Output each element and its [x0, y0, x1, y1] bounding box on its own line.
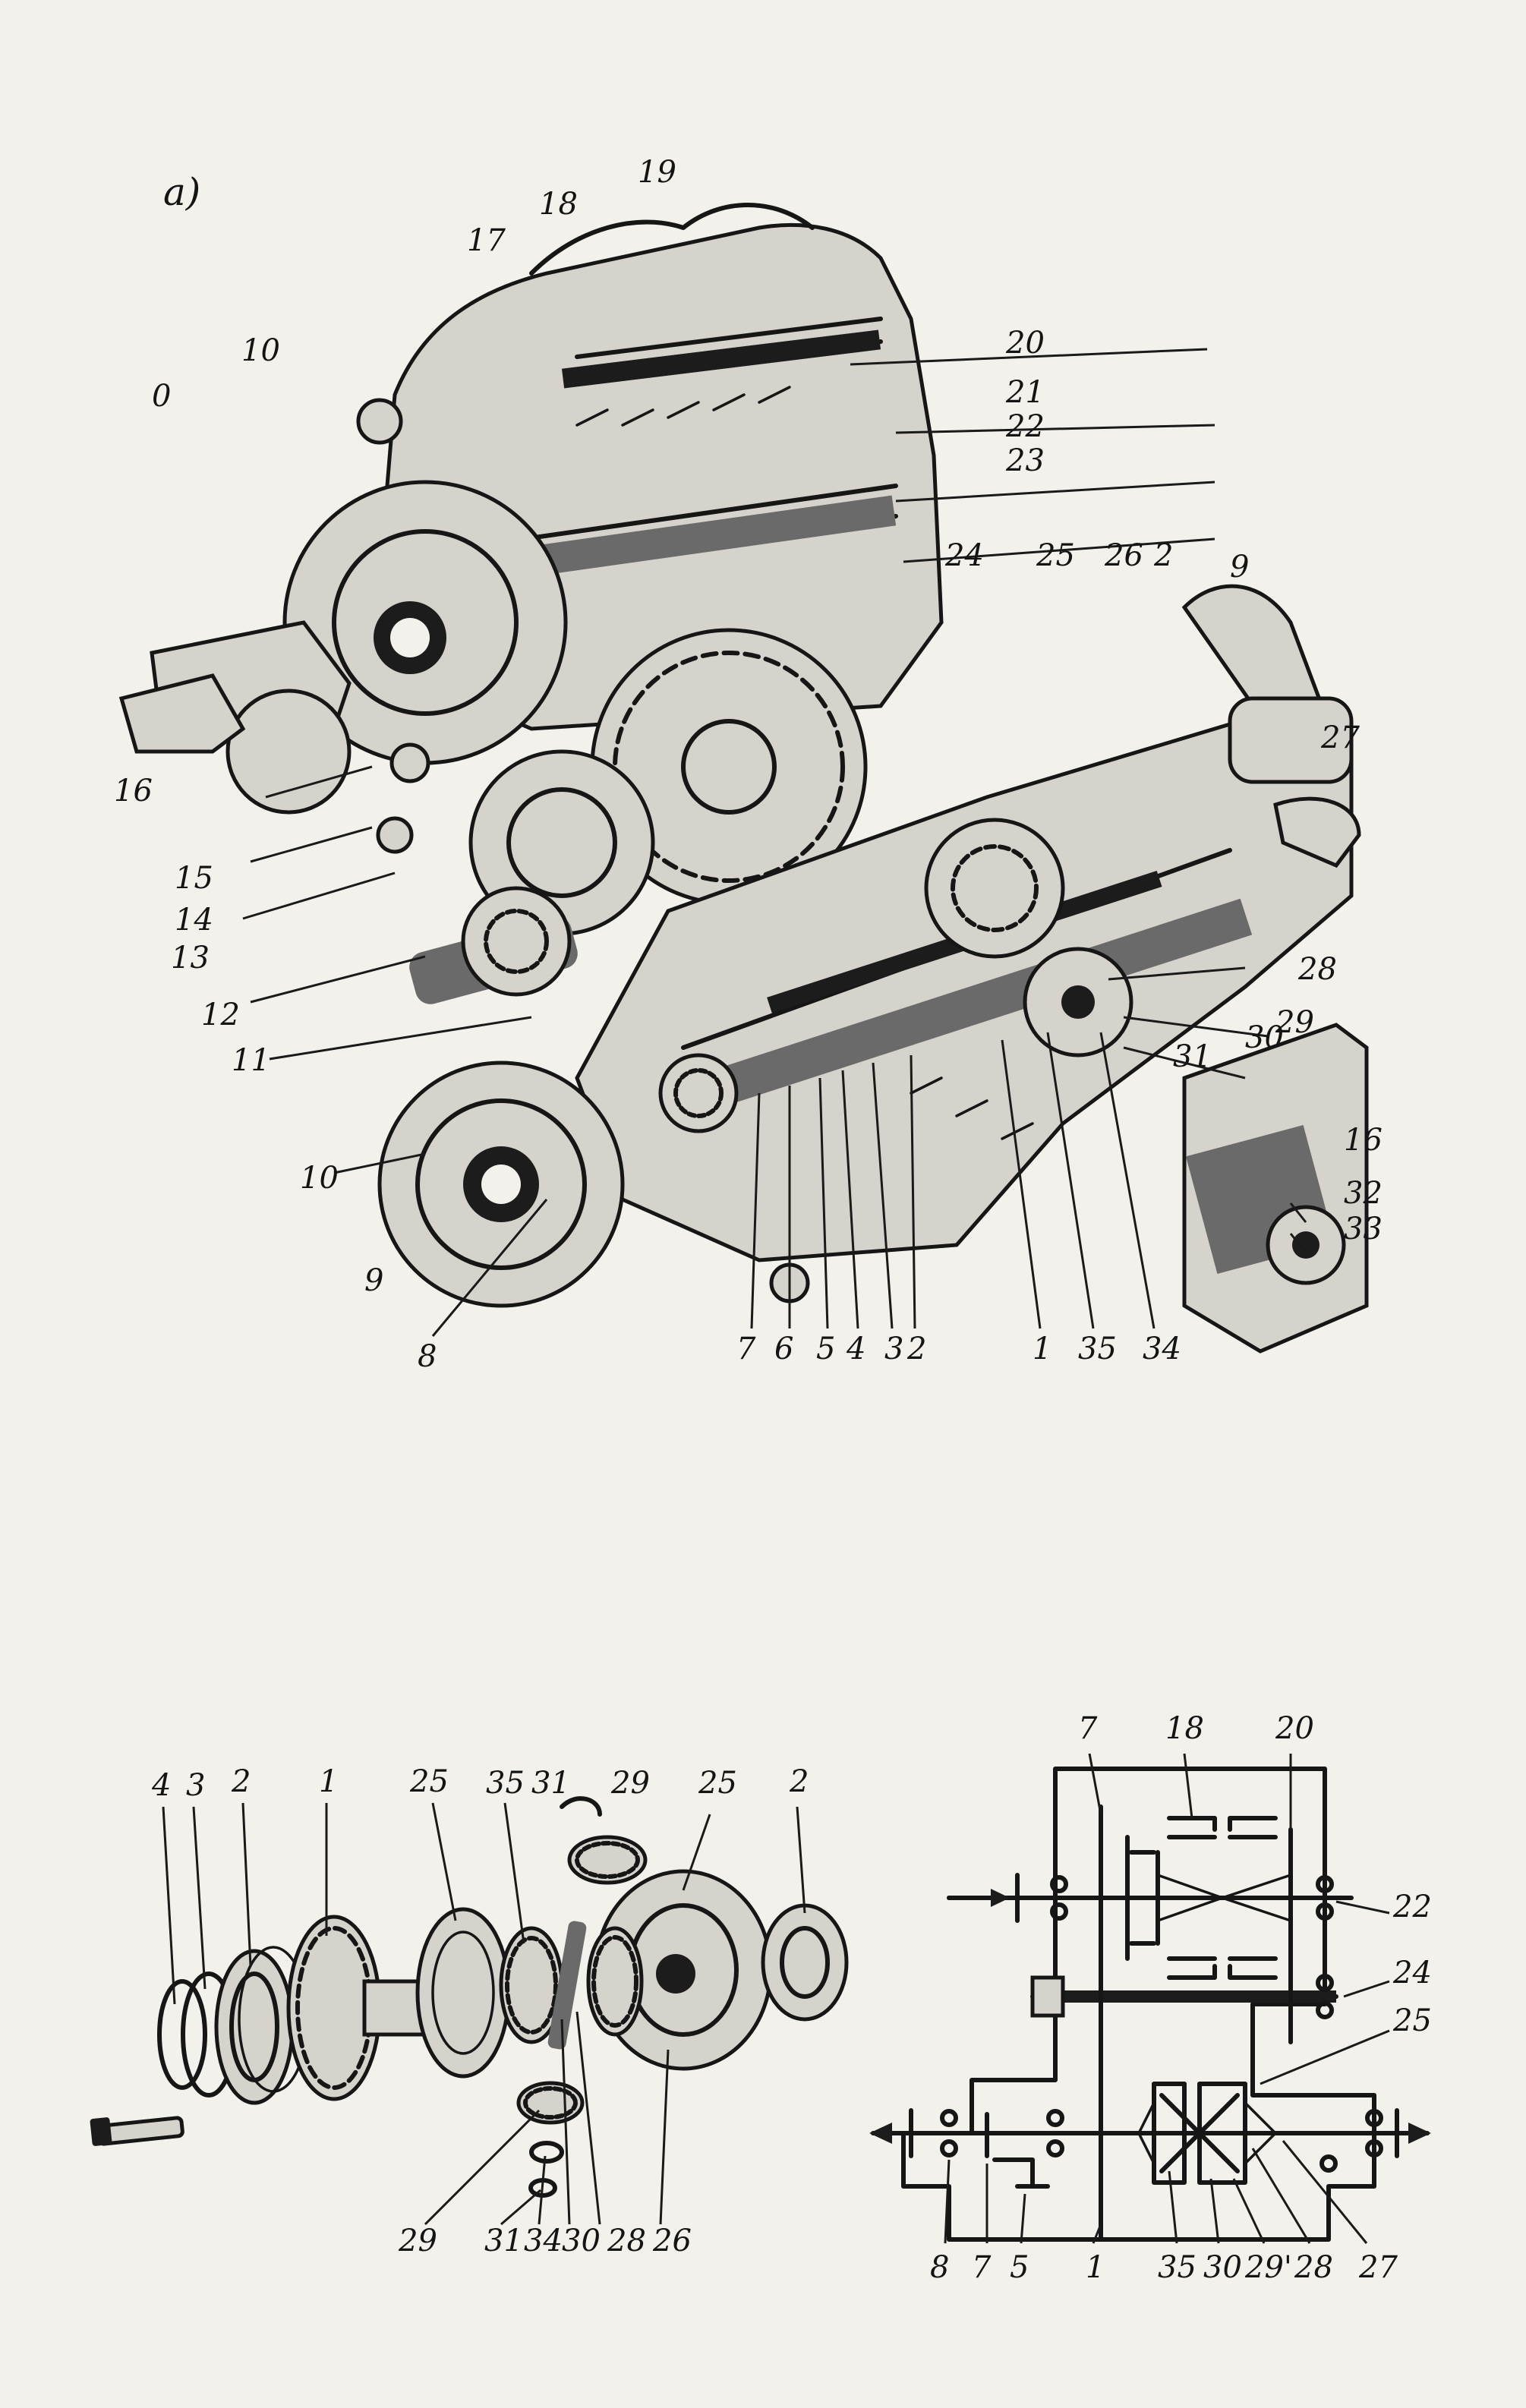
- label-33: 33: [1344, 1212, 1383, 1247]
- c-label-24: 24: [1392, 1956, 1432, 1990]
- label-11: 11: [232, 1043, 270, 1078]
- label-10-top: 10: [241, 333, 280, 368]
- b-label-31-bottom: 31: [484, 2224, 523, 2258]
- panel-b-leaders: [162, 1802, 806, 2226]
- panel-c-labels: 7 18 20 22 24 25 8 7 5 1 35 30 29' 28 27: [930, 1711, 1432, 2285]
- label-2-top: 2: [1153, 538, 1173, 573]
- label-6: 6: [774, 1332, 793, 1366]
- label-16-right: 16: [1344, 1123, 1383, 1158]
- c-label-29: 29': [1244, 2250, 1292, 2285]
- panel-c-leaders: [944, 1753, 1390, 2244]
- label-34: 34: [1143, 1332, 1181, 1366]
- label-31: 31: [1173, 1039, 1212, 1074]
- label-12: 12: [201, 998, 240, 1032]
- label-32: 32: [1344, 1176, 1383, 1211]
- b-label-25-left: 25: [409, 1764, 449, 1799]
- b-label-25-right: 25: [698, 1766, 737, 1801]
- label-30: 30: [1245, 1020, 1284, 1055]
- b-label-31-top: 31: [531, 1766, 570, 1801]
- label-2-bottom: 2: [906, 1332, 926, 1366]
- panel-b-labels: 4 3 2 1 25 35 31 29 25 2 29 31 34 30 28 …: [151, 1764, 809, 2258]
- c-label-27: 27: [1358, 2250, 1398, 2285]
- label-25: 25: [1036, 538, 1075, 573]
- label-13: 13: [171, 941, 210, 975]
- label-0-top: 0: [152, 379, 171, 414]
- label-1: 1: [1033, 1332, 1051, 1366]
- label-16-left: 16: [114, 774, 153, 808]
- panel-a-leaders: [242, 348, 1307, 1253]
- label-17: 17: [467, 223, 506, 258]
- label-10-bottom: 10: [300, 1161, 339, 1196]
- label-15: 15: [175, 861, 213, 896]
- c-label-35: 35: [1158, 2250, 1197, 2285]
- label-23: 23: [1005, 443, 1045, 478]
- c-label-30: 30: [1203, 2250, 1242, 2285]
- b-label-28: 28: [607, 2224, 646, 2258]
- b-label-34: 34: [524, 2224, 563, 2258]
- label-29: 29: [1275, 1005, 1314, 1040]
- c-label-7-top: 7: [1078, 1711, 1098, 1746]
- lower-left-flange: [377, 1053, 739, 1308]
- c-label-20: 20: [1275, 1711, 1314, 1746]
- panel-a-marker: а): [163, 170, 200, 214]
- b-label-29-top: 29: [610, 1766, 650, 1801]
- exploded-differential: [90, 1796, 849, 2198]
- c-label-18: 18: [1165, 1711, 1204, 1746]
- label-22: 22: [1005, 409, 1045, 444]
- label-5: 5: [816, 1332, 835, 1366]
- label-3: 3: [884, 1332, 903, 1366]
- label-18: 18: [539, 187, 578, 222]
- kinematic-scheme: [869, 1767, 1431, 2242]
- b-label-35: 35: [486, 1766, 525, 1801]
- b-label-2-right: 2: [789, 1764, 809, 1799]
- right-mount: [118, 673, 1369, 1354]
- label-27: 27: [1320, 720, 1360, 755]
- panel-a-bottom-leaders: [431, 1032, 1156, 1337]
- c-label-1: 1: [1086, 2250, 1105, 2285]
- upper-left-flange: [282, 398, 568, 765]
- label-9-bottom: 9: [364, 1263, 383, 1298]
- label-24: 24: [944, 538, 984, 573]
- c-label-5: 5: [1010, 2250, 1029, 2285]
- label-28: 28: [1297, 952, 1337, 987]
- label-21: 21: [1005, 375, 1045, 410]
- main-housing: [575, 704, 1354, 1262]
- panel-a-labels: а) 19 18 17 10 0 20 21 22 23 24 25 26 2 …: [114, 155, 1383, 1374]
- label-8: 8: [418, 1339, 437, 1374]
- c-label-8: 8: [930, 2250, 949, 2285]
- label-26: 26: [1104, 538, 1143, 573]
- c-label-25: 25: [1392, 2003, 1432, 2038]
- right-upper-flange: [1181, 584, 1361, 868]
- label-35: 35: [1078, 1332, 1117, 1366]
- label-4: 4: [846, 1332, 865, 1366]
- b-label-4: 4: [151, 1768, 171, 1803]
- label-7: 7: [736, 1332, 756, 1366]
- label-9-top: 9: [1230, 550, 1249, 585]
- b-label-30: 30: [562, 2224, 601, 2258]
- b-label-26: 26: [652, 2224, 692, 2258]
- b-label-3: 3: [186, 1768, 205, 1803]
- b-label-2-left: 2: [231, 1764, 251, 1799]
- b-label-29-bottom: 29: [398, 2224, 437, 2258]
- label-19: 19: [638, 155, 676, 190]
- label-14: 14: [175, 903, 213, 938]
- c-label-28: 28: [1294, 2250, 1333, 2285]
- c-label-22: 22: [1392, 1890, 1432, 1924]
- label-20: 20: [1005, 326, 1045, 361]
- cutaway-drawing: [118, 203, 1369, 1354]
- b-label-1: 1: [319, 1764, 338, 1799]
- c-label-7-bottom: 7: [972, 2250, 992, 2285]
